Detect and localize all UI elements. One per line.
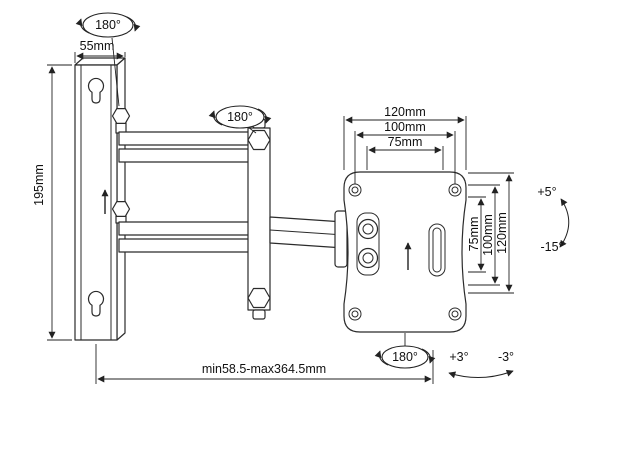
label-rotation-wall: 180° xyxy=(95,18,121,32)
bottom-keyhole-slot xyxy=(87,290,105,317)
label-rotation-plate: 180° xyxy=(392,350,418,364)
label-plate-height-120: 120mm xyxy=(495,212,509,254)
label-swivel-left: -3° xyxy=(498,350,514,364)
rotation-indicator-plate: 180° xyxy=(374,333,436,369)
rotation-arrow-icon xyxy=(374,350,389,366)
label-rotation-elbow: 180° xyxy=(227,110,253,124)
vesa-plate xyxy=(343,171,467,333)
lower-arm-top-bar xyxy=(118,221,251,236)
forearm xyxy=(269,210,348,268)
label-plate-width-100: 100mm xyxy=(384,120,426,134)
upper-hinge-hex-nut xyxy=(111,107,131,125)
rotation-oval xyxy=(381,345,429,369)
leader-line xyxy=(111,37,120,107)
rotation-arrow-icon xyxy=(75,18,90,34)
rotation-indicator-elbow: 180° xyxy=(208,105,272,134)
elbow-column xyxy=(247,127,271,311)
elbow-bottom-hex-nut xyxy=(247,287,271,309)
rotation-oval xyxy=(215,105,265,129)
elbow-top-hex-nut xyxy=(247,129,271,151)
label-tilt-down: -15° xyxy=(540,240,563,254)
plate-bracket xyxy=(334,210,348,268)
upper-arm xyxy=(118,131,251,163)
wall-plate xyxy=(74,57,126,341)
forearm-edge-line xyxy=(269,229,345,236)
label-wall-height: 195mm xyxy=(32,164,46,206)
swivel-indicator: +3° -3° xyxy=(448,350,514,379)
vesa-hole-top-left-inner xyxy=(351,186,359,194)
wall-hinges xyxy=(111,107,131,224)
label-plate-width-75: 75mm xyxy=(388,135,423,149)
tilt-arc-arrow-icon xyxy=(559,198,570,248)
dim-wall-height: 195mm xyxy=(32,64,72,341)
lower-arm-bottom-bar xyxy=(118,238,251,253)
tension-knob-bottom-inner xyxy=(362,252,374,264)
leader-line xyxy=(247,126,257,134)
lower-arm xyxy=(118,221,251,253)
label-swivel-right: +3° xyxy=(449,350,468,364)
upper-arm-bottom-bar xyxy=(118,148,251,163)
rotation-indicator-wall: 180° xyxy=(75,12,141,107)
swivel-arc-arrow-icon xyxy=(448,369,514,379)
tension-knob-top xyxy=(357,218,379,240)
vesa-hole-bottom-left-inner xyxy=(351,310,359,318)
vesa-plate-body xyxy=(343,171,467,333)
rotation-arrow-icon xyxy=(126,16,141,32)
dim-plate-widths: 120mm 100mm 75mm xyxy=(343,105,467,184)
adjustment-slot-inner xyxy=(432,227,442,273)
tension-knob-bottom xyxy=(357,247,379,269)
vesa-hole-top-right-inner xyxy=(451,186,459,194)
tension-knob-top-inner xyxy=(362,223,374,235)
dim-extension-range: min58.5-max364.5mm xyxy=(95,344,434,384)
label-plate-height-75: 75mm xyxy=(467,217,481,252)
vesa-hole-bottom-left xyxy=(348,307,362,321)
vesa-hole-bottom-right-inner xyxy=(451,310,459,318)
elbow-joint xyxy=(247,118,271,320)
upper-arm-top-bar xyxy=(118,131,251,146)
rotation-arrow-icon xyxy=(421,348,436,364)
label-wall-width: 55mm xyxy=(80,39,115,53)
label-plate-height-100: 100mm xyxy=(481,214,495,256)
rotation-arrow-icon xyxy=(257,108,272,124)
dim-wall-width: 55mm xyxy=(74,39,126,63)
top-keyhole-slot xyxy=(87,77,105,104)
rotation-oval xyxy=(82,12,134,38)
label-extension-range: min58.5-max364.5mm xyxy=(202,362,326,376)
tilt-indicator: +5° -15° xyxy=(537,185,570,254)
tension-channel xyxy=(356,212,380,276)
rotation-arrow-icon xyxy=(208,110,223,126)
label-plate-width-120: 120mm xyxy=(384,105,426,119)
vesa-hole-bottom-right xyxy=(448,307,462,321)
elbow-bottom-cap xyxy=(252,309,266,320)
dim-plate-heights: 75mm 100mm 120mm xyxy=(467,172,514,294)
lower-hinge-hex-nut xyxy=(111,201,131,217)
adjustment-slot xyxy=(428,223,446,277)
label-tilt-up: +5° xyxy=(537,185,556,199)
